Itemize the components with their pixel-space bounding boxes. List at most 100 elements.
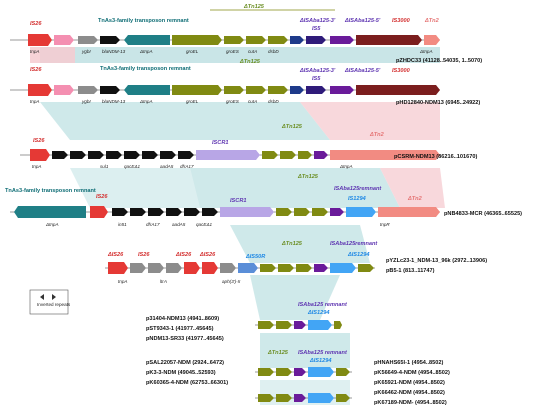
tnpA-label-r3: tnpA: [32, 164, 41, 169]
ndm-gene-r1: [100, 36, 120, 44]
olive-d-r5: [358, 264, 374, 272]
is5-label-r2: IS5: [312, 76, 321, 82]
tnas3-remnant-label-r2: TnAs3-family transposon remnant: [100, 66, 191, 72]
olive-c-r7: [336, 368, 350, 376]
isaba125-remnant-label-r6: ISAba125 remnant: [298, 302, 348, 308]
isaba-r6: [294, 321, 306, 329]
is26-label-r5: IS26: [138, 252, 150, 258]
dtn125-label-r4: ΔTn125: [297, 174, 319, 180]
shade-r2-r3-pink: [300, 102, 440, 140]
dis1294-element-r5: [330, 263, 356, 273]
disaba125-5-label: ΔISAba125-5': [344, 18, 381, 24]
shade-r2-r3: [40, 102, 330, 140]
shade-r3-r4-pink: [380, 168, 445, 208]
plasmid-label-r8d: pK66462-NDM (4954..8502): [374, 390, 445, 396]
tnas3-remnant-label: TnAs3-family transposon remnant: [98, 18, 189, 24]
plasmid-label-r7b: pK3-3-NDM (49045..52593): [146, 370, 216, 376]
isaba125-remnant-label-r4: ISAba125remnant: [334, 186, 382, 192]
is26-element-r3: [30, 149, 50, 161]
groEL-label-r1: groEL: [186, 49, 199, 54]
iscr1-label-r3: ISCR1: [212, 140, 228, 146]
olive-a-r7: [258, 368, 274, 376]
plasmid-label-r1: pZHDC33 (41128..54035, 1..5070): [396, 58, 482, 64]
olive-a-r8: [258, 394, 274, 402]
tnpR-label-r4: tnpR: [380, 222, 390, 227]
isaba-r3: [314, 151, 328, 159]
is3000-element-r1: [356, 35, 422, 45]
olive-a-r6: [258, 321, 274, 329]
tnpA-label-r2: tnpA: [30, 99, 39, 104]
plasmid-label-r8e: pK67189-NDM- (4954..8502): [374, 400, 447, 406]
dfrA17-label-r3: dfrA17: [180, 164, 194, 169]
ygbI-label-r2: ygbI: [81, 99, 91, 104]
iscr1-label-r4: ISCR1: [230, 198, 246, 204]
aph-label-r5: aph(3')-II: [222, 279, 241, 284]
gray-b-r5: [148, 263, 164, 273]
tnpA-label-r5: tnpA: [118, 279, 127, 284]
cutA-gene-r2: [246, 86, 266, 94]
isaba125-remnant-label-r7: ISAba125 remnant: [298, 350, 348, 356]
dis1294-label-r7: ΔIS1294: [309, 358, 332, 364]
disaba125-3-element-r1: [306, 36, 326, 44]
ltrA-label-r5: ltrA: [160, 279, 167, 284]
is3000-label-r2: IS3000: [392, 68, 411, 74]
row-pcsrm: IS26 ΔTn125 ISCR1 ΔTn2 tnpA sul1 qacEΔ1 …: [20, 124, 477, 169]
iscr1-element-r3: [196, 150, 260, 160]
dsbD-label-r2: dsbD: [268, 99, 279, 104]
olive-c-r6: [334, 321, 342, 329]
olive-c-r3: [298, 151, 312, 159]
shade-r3-r4-left: [70, 168, 200, 208]
plasmid-label-r2: pHD12840-NDM13 (6945..24922): [396, 100, 480, 106]
gene-a-r4: [112, 208, 128, 216]
is26-element-r5: [184, 262, 200, 274]
shade-r6-r7: [260, 333, 350, 368]
disaba125-3-label-r2: ΔISAba125-3': [299, 68, 336, 74]
inverted-label: Inverted repeats: [37, 302, 71, 307]
is26-element-r2: [28, 84, 52, 96]
cutA-label-r1: cutA: [248, 49, 257, 54]
dtnpA-label-r1: ΔtnpA: [139, 49, 153, 54]
shade-r1-r2-tnas3: [40, 47, 250, 63]
dsbD-gene-r1: [268, 36, 288, 44]
dis50r-element-r5: [238, 263, 258, 273]
is3000-element-r2: [356, 85, 440, 95]
dis50r-label-r5: ΔIS50R: [245, 254, 265, 260]
dsbD-gene-r2: [268, 86, 288, 94]
plasmid-label-r8a: pHNAHS65I-1 (4954..8502): [374, 360, 443, 366]
plasmid-label-r6b: pST9343-1 (41977..45645): [146, 326, 214, 332]
pink-gene-r2: [54, 85, 74, 95]
groEL-gene-r2: [172, 85, 222, 95]
olive-c-r4: [312, 208, 328, 216]
disaba125-3-label: ΔISAba125-3': [299, 18, 336, 24]
gene-f-r3: [142, 151, 158, 159]
dtnpA-label-r3: ΔtnpA: [339, 164, 353, 169]
legend-box: [29, 289, 69, 315]
dis1294-label-r5: ΔIS1294: [347, 252, 370, 258]
gene-e-r4: [184, 208, 200, 216]
ir-right-marker: [52, 294, 56, 300]
dis26-label-r5b: ΔIS26: [175, 252, 192, 258]
plasmid-label-r8b: pK56649-4-NDM (4954..8502): [374, 370, 450, 376]
disaba125-5-element-r1: [330, 36, 354, 44]
row-pyzlc23: ΔIS26 IS26 ΔIS26 ΔIS26 ΔTn125 ISAba125re…: [105, 241, 487, 284]
isaba-r7: [294, 368, 306, 376]
groEL-gene-r1: [172, 35, 222, 45]
shade-r3-r4: [190, 168, 400, 208]
qacE-label-r4: qacEΔ1: [196, 222, 213, 227]
gray-d-r5: [220, 263, 236, 273]
isaba125-remnant-label-r5: ISAba125remnant: [330, 241, 378, 247]
row-phd12840: IS26 TnAs3-family transposon remnant ΔTn…: [10, 59, 480, 106]
dtnpA-label-r4: ΔtnpA: [45, 222, 59, 227]
qacE-label-r3: qacEΔ1: [124, 164, 141, 169]
olive-a-r5: [260, 264, 276, 272]
olive-b-r6: [276, 321, 292, 329]
is5-element-r1: [290, 36, 304, 44]
is26-label: IS26: [30, 21, 42, 27]
shade-r1-r2-left-pink: [30, 47, 75, 63]
cutA-gene-r1: [246, 36, 266, 44]
disaba125-5-label-r2: ΔISAba125-5': [344, 68, 381, 74]
olive-b-r5: [278, 264, 294, 272]
plasmid-label-r7: pSAL22057-NDM (2924..6472): [146, 360, 224, 366]
olive-a-r4: [276, 208, 292, 216]
